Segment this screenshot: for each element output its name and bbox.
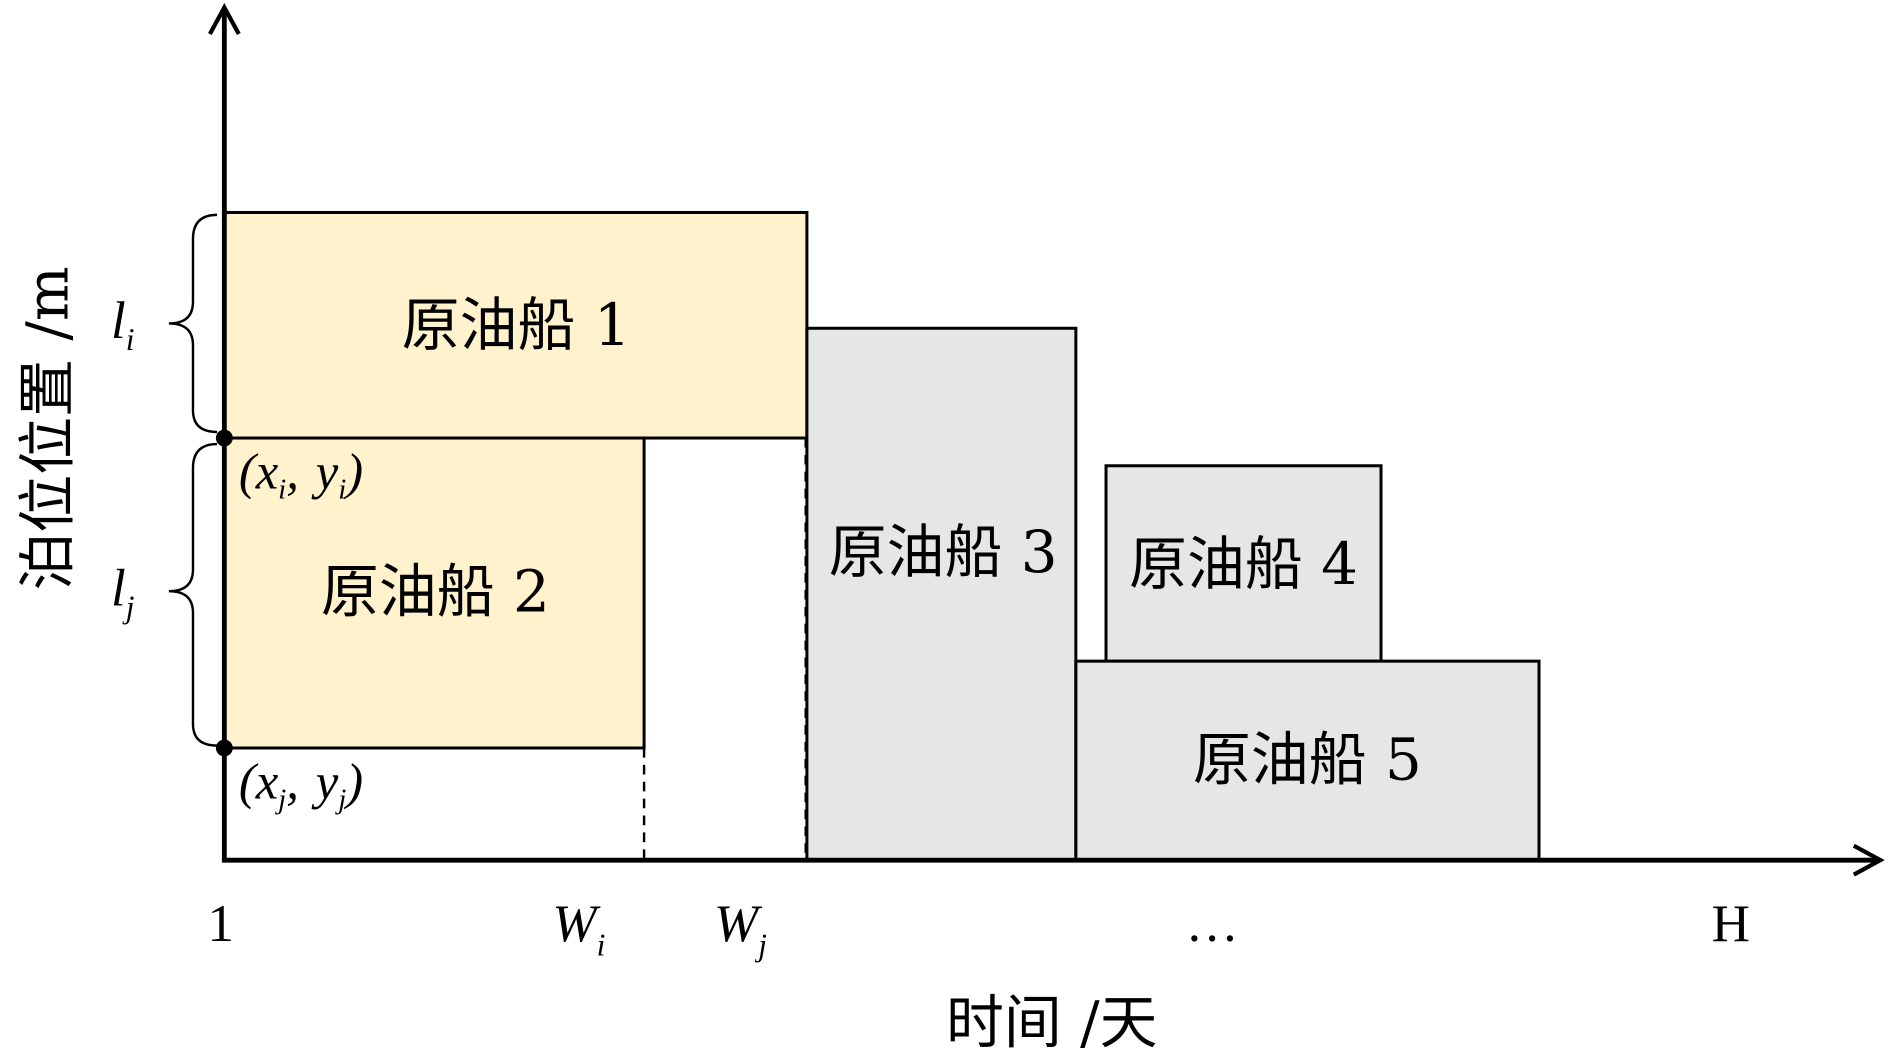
point-i-label: (xi,yi): [239, 444, 363, 506]
x-tick-ellipsis: …: [1186, 895, 1239, 953]
x-tick-wi: Wi: [552, 895, 605, 962]
x-tick-h: H: [1712, 895, 1750, 953]
point-j-marker: [215, 739, 233, 757]
li-brace: [168, 213, 218, 434]
y-axis-title: 泊位位置 /m: [14, 266, 82, 590]
lj-brace: [168, 442, 218, 747]
point-j-label: (xj,yj): [239, 754, 363, 816]
ship-4-label: 原油船 4: [1129, 530, 1358, 598]
y-axis-arrow: [208, 3, 241, 35]
x-axis-arrow: [1852, 843, 1885, 877]
x-tick-wj: Wj: [714, 895, 767, 962]
ship-2-label: 原油船 2: [321, 558, 550, 626]
x-tick-1: 1: [207, 895, 234, 953]
ship-2-block: [222, 436, 646, 750]
ship-5-block: [1074, 659, 1541, 862]
ship-1-label: 原油船 1: [402, 291, 631, 359]
point-i-marker: [215, 429, 233, 447]
ship-1-block: [222, 210, 809, 440]
ship-3-label: 原油船 3: [829, 518, 1058, 586]
ship-5-label: 原油船 5: [1193, 725, 1422, 793]
ship-3-block: [805, 326, 1078, 862]
li-label: li: [111, 292, 134, 357]
ship-4-block: [1104, 464, 1383, 663]
x-axis-title: 时间 /天: [946, 988, 1158, 1056]
lj-label: lj: [111, 560, 134, 625]
